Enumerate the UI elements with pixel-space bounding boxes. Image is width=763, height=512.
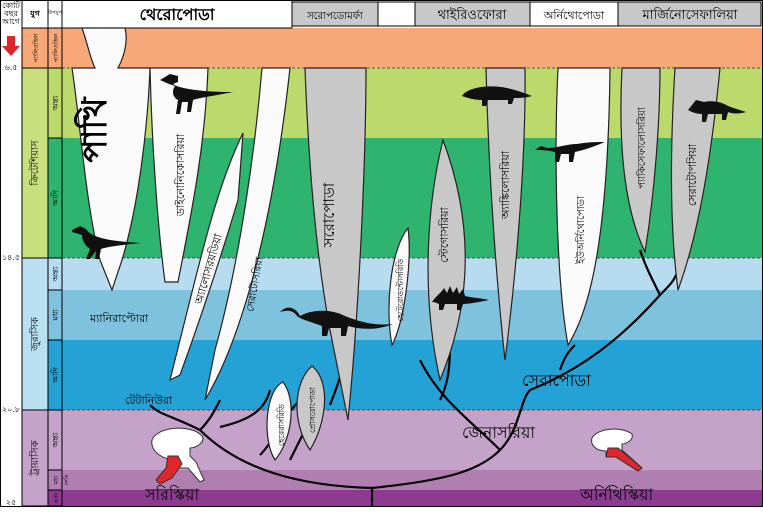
label-prosauropoda: প্রোসরোপোডা xyxy=(308,386,317,433)
epoch-late-triassic: অন্ত্য xyxy=(51,432,60,448)
epoch-column-header: উপযুগ xyxy=(47,9,62,16)
epoch-middle-triassic: মধ্য xyxy=(53,476,60,486)
label-birds: পাখি xyxy=(74,96,115,163)
clade-header-row: থেরোপোডা সরোপডোমর্ফা থাইরিওফোরা অর্নিথোপ… xyxy=(61,0,762,29)
header-sauropodomorpha: সরোপডোমর্ফা xyxy=(306,10,364,22)
label-genasauria: জেনাসরিয়া xyxy=(462,423,535,442)
age-label: ৬.৫ xyxy=(5,63,18,72)
period-paleogene: প্যালিওজিন xyxy=(33,33,40,62)
label-heterodontosauridae: হেটেরোডন্টোসরিডি xyxy=(395,258,405,321)
header-marginocephalia: মার্জিনোসেফালিয়া xyxy=(641,7,737,23)
label-ankylosauria: অ্যাঙ্কিলোসরিয়া xyxy=(499,150,512,220)
time-arrow-icon xyxy=(2,36,20,56)
header-theropoda: থেরোপোডা xyxy=(139,5,215,24)
epoch-paleogene: প্যালিওজিন xyxy=(53,33,60,62)
era-column-header: যুগ xyxy=(29,9,41,19)
theropod-silhouette-icon xyxy=(160,74,233,114)
geologic-timescale: যুগ উপযুগ কোটি বছর আগে ৬.৫ ১৪.৫ ২০.৮ ২৫ … xyxy=(1,0,70,507)
label-stegosauria: স্টেগোসরিয়া xyxy=(438,206,451,262)
axis-title-line3: আগে xyxy=(1,17,21,26)
ceratopsian-silhouette-icon xyxy=(688,100,746,122)
period-jurassic: জুরাসিক xyxy=(29,316,41,352)
clade-labels: পাখি ডাইনোনিকোসরিয়া অ্যালোসরয়ডিয়া সের… xyxy=(74,96,699,504)
epoch-early-jurassic: আদি xyxy=(51,366,60,384)
stegosaur-silhouette-icon xyxy=(432,286,489,310)
clade-ceratosauria xyxy=(204,67,291,401)
ankylosaur-silhouette-icon xyxy=(462,86,532,106)
ornithopod-silhouette-icon xyxy=(535,142,605,162)
label-euornithopoda: ইউঅর্নিথোপোডা xyxy=(574,195,587,265)
band-middle-triassic xyxy=(62,470,763,490)
label-saurischia: সরিস্কিয়া xyxy=(144,485,199,504)
clade-shapes xyxy=(71,27,721,462)
period-cretaceous: ক্রিটেশিয়াস xyxy=(28,140,41,186)
ornithischian-pelvis-icon xyxy=(591,428,643,472)
epoch-early-triassic: আদি xyxy=(54,493,60,504)
clade-allosauroidea xyxy=(169,132,244,382)
clade-sauropoda xyxy=(304,67,367,421)
age-label: ২৫ xyxy=(6,498,16,507)
clade-herrerasauridae xyxy=(266,381,292,462)
axis-title-line1: কোটি xyxy=(2,0,20,10)
clade-prosauropoda xyxy=(296,365,326,452)
clade-heterodontosauridae xyxy=(388,226,410,347)
label-ceratopsia: সেরাটোপসিয়া xyxy=(686,143,699,206)
label-deinonychosauria: ডাইনোনিকোসরিয়া xyxy=(174,133,187,217)
saurischian-pelvis-icon xyxy=(151,427,205,485)
epoch-middle-jurassic: মধ্য xyxy=(51,309,60,322)
epoch-late-jurassic: অন্ত্য xyxy=(51,266,60,282)
label-sauropoda: সরোপোডা xyxy=(320,182,338,248)
header-ornithopoda: অর্নিথোপোডা xyxy=(543,9,605,22)
clade-ankylosauria xyxy=(485,67,526,361)
epoch-late-cretaceous: অন্ত্য xyxy=(51,95,60,111)
band-paleogene xyxy=(62,28,763,68)
label-cerapoda: সেরাপোডা xyxy=(522,371,591,390)
age-label: ১৪.৫ xyxy=(2,253,20,262)
epoch-early-cretaceous: আদি xyxy=(51,189,60,207)
label-pachycephalosauria: প্যাকিসেফালোসরিয়া xyxy=(636,106,648,189)
axis-title-line2: বছর xyxy=(3,9,18,18)
label-herrerasauridae: হেরেরাসরিডি xyxy=(277,404,286,446)
age-label: ২০.৮ xyxy=(2,405,21,414)
silhouettes xyxy=(72,74,746,485)
clade-deinonychosauria xyxy=(149,67,209,283)
clade-ceratopsia xyxy=(670,67,721,291)
sauropod-silhouette-icon xyxy=(280,307,393,336)
label-tetanurae: টেটানিউরা xyxy=(125,394,173,407)
bird-dinosaur-silhouette-icon xyxy=(72,226,141,259)
label-maniraptora: ম্যানিরাপ্টোরা xyxy=(89,312,149,325)
period-triassic: ট্রায়াসিক xyxy=(29,439,41,476)
clade-birds xyxy=(71,27,151,292)
band-middle-jurassic xyxy=(62,290,763,340)
stage-ladinian: লেডি xyxy=(64,474,70,485)
band-early-triassic xyxy=(62,490,763,506)
clade-stegosauria xyxy=(427,137,466,382)
label-ornithischia: অর্নিথিস্কিয়া xyxy=(579,485,653,504)
clade-pachycephalosauria xyxy=(620,67,661,254)
header-thyreophora: থাইরিওফোরা xyxy=(438,7,507,23)
